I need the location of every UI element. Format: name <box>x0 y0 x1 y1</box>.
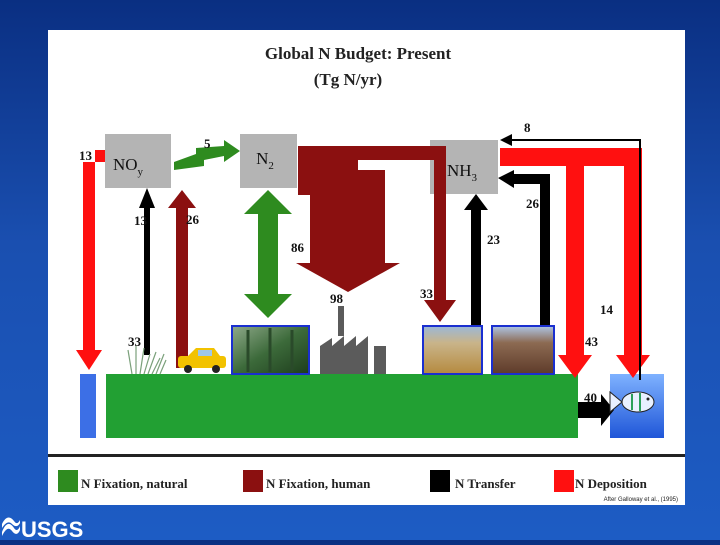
flow-label: 40 <box>584 390 597 405</box>
legend-label: N Deposition <box>575 476 648 491</box>
nitrogen-budget-diagram: Global N Budget: Present (Tg N/yr) <box>48 30 685 505</box>
legend-label: N Fixation, natural <box>81 476 188 491</box>
flow-label: 33 <box>420 286 434 301</box>
credit-text: After Galloway et al., (1995) <box>604 497 678 503</box>
usgs-logo: USGS <box>0 512 90 540</box>
n2-natural-fixation-arrow <box>244 190 292 318</box>
legend-swatch-human <box>243 470 263 492</box>
legend-swatch-transfer <box>430 470 450 492</box>
flow-label: 33 <box>128 334 142 349</box>
legend-divider <box>48 454 685 457</box>
nh3-8-arrowhead <box>500 134 512 146</box>
wheat-field-photo <box>423 326 482 374</box>
flow-label: 43 <box>585 334 599 349</box>
flow-label: 13 <box>134 213 148 228</box>
noy-deposition-arrow <box>76 150 105 370</box>
factory-icon <box>320 306 386 374</box>
left-water-strip <box>80 374 96 438</box>
slide-panel: Global N Budget: Present (Tg N/yr) <box>48 30 685 505</box>
flow-label: 98 <box>330 291 344 306</box>
flow-label: 5 <box>204 136 211 151</box>
legend-swatch-deposition <box>554 470 574 492</box>
flow-label: 8 <box>524 120 531 135</box>
legend: N Fixation, natural N Fixation, human N … <box>58 470 648 492</box>
land-area <box>106 374 578 438</box>
usgs-wave-icon <box>2 518 20 536</box>
legend-swatch-natural <box>58 470 78 492</box>
plowed-field-photo <box>492 326 554 374</box>
diagram-units: (Tg N/yr) <box>314 70 382 89</box>
diagram-title: Global N Budget: Present <box>265 44 452 63</box>
n2-to-industry-arrow <box>296 146 400 292</box>
flow-label: 23 <box>487 232 501 247</box>
flow-label: 86 <box>291 240 305 255</box>
flow-label: 26 <box>186 212 200 227</box>
flow-label: 14 <box>600 302 614 317</box>
legend-label: N Transfer <box>455 476 516 491</box>
flow-label: 26 <box>526 196 540 211</box>
legend-label: N Fixation, human <box>266 476 371 491</box>
usgs-text: USGS <box>21 517 83 540</box>
flow-label: 13 <box>79 148 93 163</box>
